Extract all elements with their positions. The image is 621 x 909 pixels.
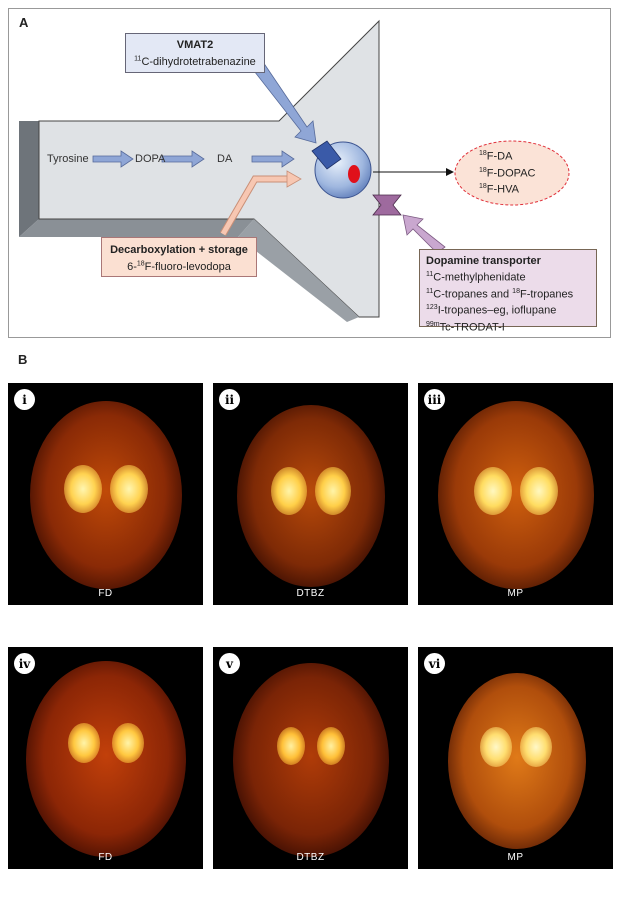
transporter-tracer: 99mTc-TRODAT-I xyxy=(426,320,505,334)
image-tracer-label: FD xyxy=(98,852,113,863)
pet-image: iv FD xyxy=(8,647,203,869)
transporter-tracer: 11C-tropanes and 18F-tropanes xyxy=(426,287,574,301)
arrow-tyrosine-dopa xyxy=(92,150,134,168)
image-numeral: v xyxy=(219,653,240,674)
panel-a-label: A xyxy=(19,15,29,30)
image-numeral: vi xyxy=(424,653,445,674)
pet-image: v DTBZ xyxy=(213,647,408,869)
pathway-da: DA xyxy=(217,153,233,165)
decarboxylation-title: Decarboxylation + storage xyxy=(110,244,248,256)
neuron-terminal xyxy=(38,19,380,318)
vmat2-title: VMAT2 xyxy=(176,39,214,51)
transporter-tracer: 11C-methylphenidate xyxy=(426,271,526,284)
image-tracer-label: DTBZ xyxy=(296,852,325,863)
arrow-vmat2 xyxy=(250,58,317,144)
image-tracer-label: FD xyxy=(98,588,113,599)
arrow-dopa-da xyxy=(161,150,205,168)
dopamine-transporter-icon xyxy=(372,194,402,216)
image-tracer-label: MP xyxy=(507,852,524,863)
pet-image: ii DTBZ xyxy=(213,383,408,605)
axon-bottom-face xyxy=(19,219,254,237)
transporter-title: Dopamine transporter xyxy=(426,255,541,267)
dopamine-transporter-box: Dopamine transporter 11C-methylphenidate… xyxy=(419,249,597,334)
metabolites-ellipse xyxy=(454,140,570,206)
image-numeral: i xyxy=(14,389,35,410)
image-tracer-label: MP xyxy=(507,588,524,599)
pet-image: iii MP xyxy=(418,383,613,605)
panel-a: A xyxy=(8,8,611,338)
image-tracer-label: DTBZ xyxy=(296,588,325,599)
terminal-depth-face xyxy=(238,219,359,322)
metabolites-list: 18F-DA 18F-DOPAC 18F-HVA xyxy=(479,147,535,197)
vmat2-tracer: 11C-dihydrotetrabenazine xyxy=(134,55,256,68)
decarboxylation-tracer: 6-18F-fluoro-levodopa xyxy=(127,260,231,273)
pathway-dopa: DOPA xyxy=(135,153,166,165)
metabolite-item: 18F-HVA xyxy=(479,183,519,196)
image-numeral: ii xyxy=(219,389,240,410)
vmat2-box: VMAT2 11C-dihydrotetrabenazine xyxy=(125,33,265,73)
decarboxylation-box: Decarboxylation + storage 6-18F-fluoro-l… xyxy=(101,237,257,277)
arrow-da-vesicle xyxy=(251,150,295,168)
neuron-diagram xyxy=(19,19,570,322)
metabolite-item: 18F-DA xyxy=(479,150,513,163)
vmat2-transporter-icon xyxy=(311,140,342,170)
image-numeral: iii xyxy=(424,389,445,410)
arrow-transporter xyxy=(402,214,446,254)
metabolite-item: 18F-DOPAC xyxy=(479,166,536,180)
transporter-tracer: 123I-tropanes–eg, ioflupane xyxy=(426,304,557,317)
vesicle-dopamine-core xyxy=(348,165,360,183)
pathway-tyrosine: Tyrosine xyxy=(47,153,89,165)
pet-image: i FD xyxy=(8,383,203,605)
axon-depth-face xyxy=(19,121,39,237)
image-numeral: iv xyxy=(14,653,35,674)
panel-b-label: B xyxy=(18,352,28,367)
pet-image: vi MP xyxy=(418,647,613,869)
arrow-decarboxylation-head xyxy=(286,170,302,188)
